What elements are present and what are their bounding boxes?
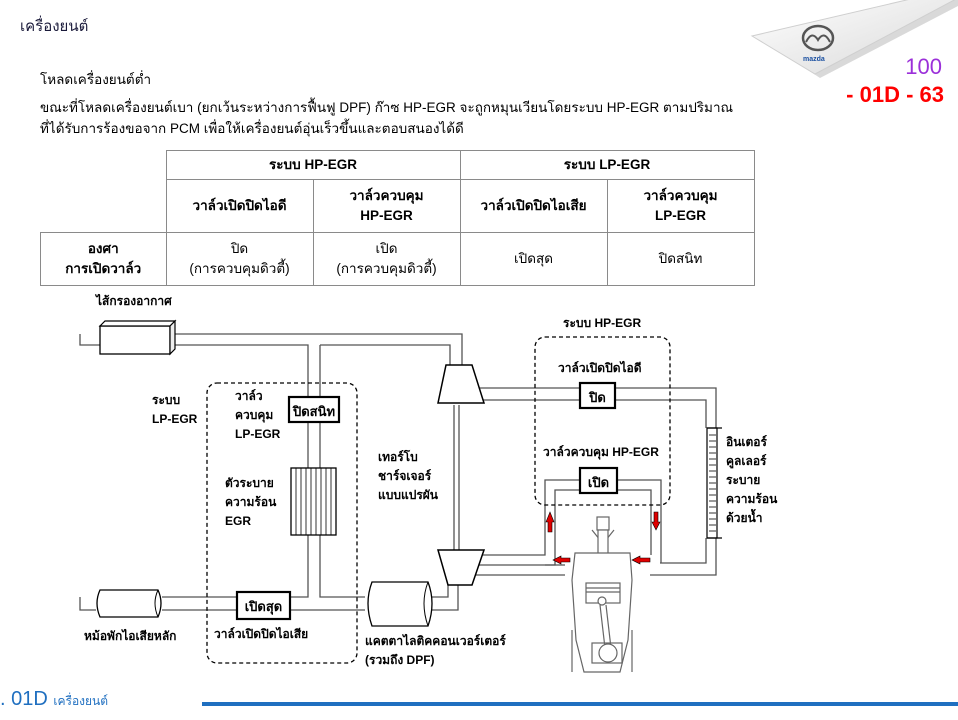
- cell-text: เปิด: [375, 241, 398, 256]
- label-line: EGR: [225, 514, 252, 528]
- label-line: ด้วยน้ำ: [726, 511, 763, 525]
- table-column-row: วาล์วเปิดปิดไอดี วาล์วควบคุม HP-EGR วาล์ว…: [41, 179, 755, 233]
- content-heading: โหลดเครื่องยนต์ต่ำ: [40, 72, 152, 87]
- column-header: วาล์วเปิดปิดไอดี: [165, 179, 314, 233]
- column-header-text: วาล์วควบคุม: [349, 188, 424, 203]
- column-header: วาล์วเปิดปิดไอเสีย: [459, 179, 608, 233]
- table-group-row: ระบบ HP-EGR ระบบ LP-EGR: [40, 150, 755, 233]
- air-filter: [98, 319, 177, 356]
- flow-arrow-down-icon: [651, 511, 661, 531]
- label-line: อินเตอร์: [726, 435, 767, 449]
- label-line: ความร้อน: [726, 492, 778, 506]
- intercooler: [706, 427, 722, 539]
- lp-egr-system-boundary: [206, 382, 358, 664]
- label-line: ความร้อน: [225, 495, 277, 509]
- intake-pipe-inner: [170, 344, 309, 400]
- label-line: ระบาย: [726, 473, 761, 487]
- cell-text: ปิด: [230, 241, 249, 256]
- intake-shutter-valve-label: วาล์วเปิดปิดไอดี: [558, 361, 642, 375]
- intake-pipe-stub: [79, 334, 100, 346]
- catalytic-converter-label: แคตตาไลติคคอนเวอร์เตอร์ (รวมถึง DPF): [365, 632, 506, 670]
- intake-shutter-valve-box: [578, 381, 617, 410]
- table-group-hp: ระบบ HP-EGR: [165, 150, 461, 180]
- table-cell: เปิด (การควบคุมดิวตี้): [312, 232, 461, 286]
- engine-cylinder: [571, 516, 633, 673]
- cell-text: ปิดสนิท: [658, 251, 703, 266]
- row-header-text: การเปิดวาล์ว: [65, 261, 142, 276]
- lp-egr-valve-label: วาล์ว ควบคุม LP-EGR: [235, 387, 280, 444]
- label-line: (รวมถึง DPF): [365, 653, 435, 667]
- table-cell: ปิดสนิท: [606, 232, 755, 286]
- turbo-turbine: [437, 549, 486, 586]
- paragraph-line: ขณะที่โหลดเครื่องยนต์เบา (ยกเว้นระหว่างก…: [40, 100, 734, 115]
- hp-egr-system-label: ระบบ HP-EGR: [563, 316, 642, 330]
- row-header-text: องศา: [87, 241, 119, 256]
- column-header-text: HP-EGR: [360, 208, 413, 223]
- exhaust-valve-label: วาล์วเปิดปิดไอเสีย: [214, 627, 309, 641]
- footer-chapter: . 01D เครื่องยนต์: [0, 688, 108, 711]
- flow-arrow-up-icon: [545, 511, 555, 533]
- turbocharger-label: เทอร์โบ ชาร์จเจอร์ แบบแปรผัน: [378, 448, 438, 505]
- lp-egr-valve-state: ปิดสนิท: [292, 404, 336, 419]
- page-code: - 01D - 63: [846, 82, 944, 107]
- exhaust-valve-state: เปิดสุด: [244, 599, 283, 614]
- table-group-lp: ระบบ LP-EGR: [459, 150, 755, 180]
- page-number: 100: [905, 54, 942, 79]
- label-line: ชาร์จเจอร์: [378, 469, 432, 483]
- turbo-compressor: [437, 364, 486, 404]
- content-paragraph: ขณะที่โหลดเครื่องยนต์เบา (ยกเว้นระหว่างก…: [40, 97, 770, 139]
- column-header: วาล์วควบคุม LP-EGR: [606, 179, 755, 233]
- lp-egr-system-label: ระบบ LP-EGR: [152, 391, 197, 429]
- row-header: องศาการเปิดวาล์ว: [40, 232, 167, 286]
- hp-egr-valve-state: เปิด: [587, 475, 610, 490]
- intercooler-label: อินเตอร์ คูลเลอร์ ระบาย ความร้อน ด้วยน้ำ: [726, 433, 777, 528]
- catalytic-converter: [367, 581, 433, 627]
- label-line: แคตตาไลติคคอนเวอร์เตอร์: [365, 634, 506, 648]
- label-line: ระบบ: [152, 393, 181, 407]
- main-muffler-label: หม้อพักไอเสียหลัก: [84, 629, 177, 643]
- table-cell: ปิด (การควบคุมดิวตี้): [165, 232, 314, 286]
- lp-egr-valve-box: [287, 395, 341, 424]
- footer-divider: [202, 702, 958, 706]
- hp-egr-valve-label: วาล์วควบคุม HP-EGR: [543, 445, 659, 459]
- cell-text: (การควบคุมดิวตี้): [189, 261, 290, 276]
- column-header-text: วาล์วเปิดปิดไอดี: [192, 198, 287, 213]
- label-line: ควบคุม: [235, 408, 274, 422]
- section-title: เครื่องยนต์: [20, 17, 89, 35]
- label-line: เทอร์โบ: [378, 450, 418, 464]
- footer-chapter-code: . 01D: [0, 688, 48, 710]
- cell-text: (การควบคุมดิวตี้): [336, 261, 437, 276]
- exhaust-valve-box: [235, 590, 292, 621]
- intake-shutter-valve-state: ปิด: [589, 390, 606, 405]
- valve-state-table: ระบบ HP-EGR ระบบ LP-EGR วาล์วเปิดปิดไอดี…: [40, 150, 755, 286]
- cell-text: เปิดสุด: [514, 251, 553, 266]
- column-header-text: วาล์วเปิดปิดไอเสีย: [480, 198, 587, 213]
- paragraph-line: ที่ได้รับการร้องขอจาก PCM เพื่อให้เครื่อ…: [40, 121, 464, 136]
- column-header-text: วาล์วควบคุม: [643, 188, 718, 203]
- egr-cooler-label: ตัวระบาย ความร้อน EGR: [225, 474, 276, 531]
- flow-arrows: [545, 511, 661, 565]
- label-line: LP-EGR: [152, 412, 198, 426]
- hp-egr-system-boundary: [534, 336, 671, 506]
- label-line: วาล์ว: [235, 389, 263, 403]
- footer-chapter-name: เครื่องยนต์: [53, 694, 109, 708]
- egr-cooler: [290, 467, 337, 536]
- table-cell: เปิดสุด: [459, 232, 608, 286]
- label-line: คูลเลอร์: [726, 454, 767, 468]
- flow-arrow-left-icon: [552, 555, 571, 565]
- column-header: วาล์วควบคุม HP-EGR: [312, 179, 461, 233]
- air-filter-label: ไส้กรองอากาศ: [96, 294, 172, 308]
- hp-egr-valve-box: [578, 466, 619, 495]
- flow-arrow-left-icon: [631, 555, 651, 565]
- main-muffler: [96, 589, 162, 618]
- label-line: LP-EGR: [235, 427, 281, 441]
- label-line: ตัวระบาย: [225, 476, 274, 490]
- label-line: แบบแปรผัน: [378, 488, 438, 502]
- column-header-text: LP-EGR: [654, 208, 706, 223]
- intake-pipe-top: [170, 333, 463, 365]
- table-row: องศาการเปิดวาล์ว ปิด (การควบคุมดิวตี้) เป…: [40, 232, 755, 286]
